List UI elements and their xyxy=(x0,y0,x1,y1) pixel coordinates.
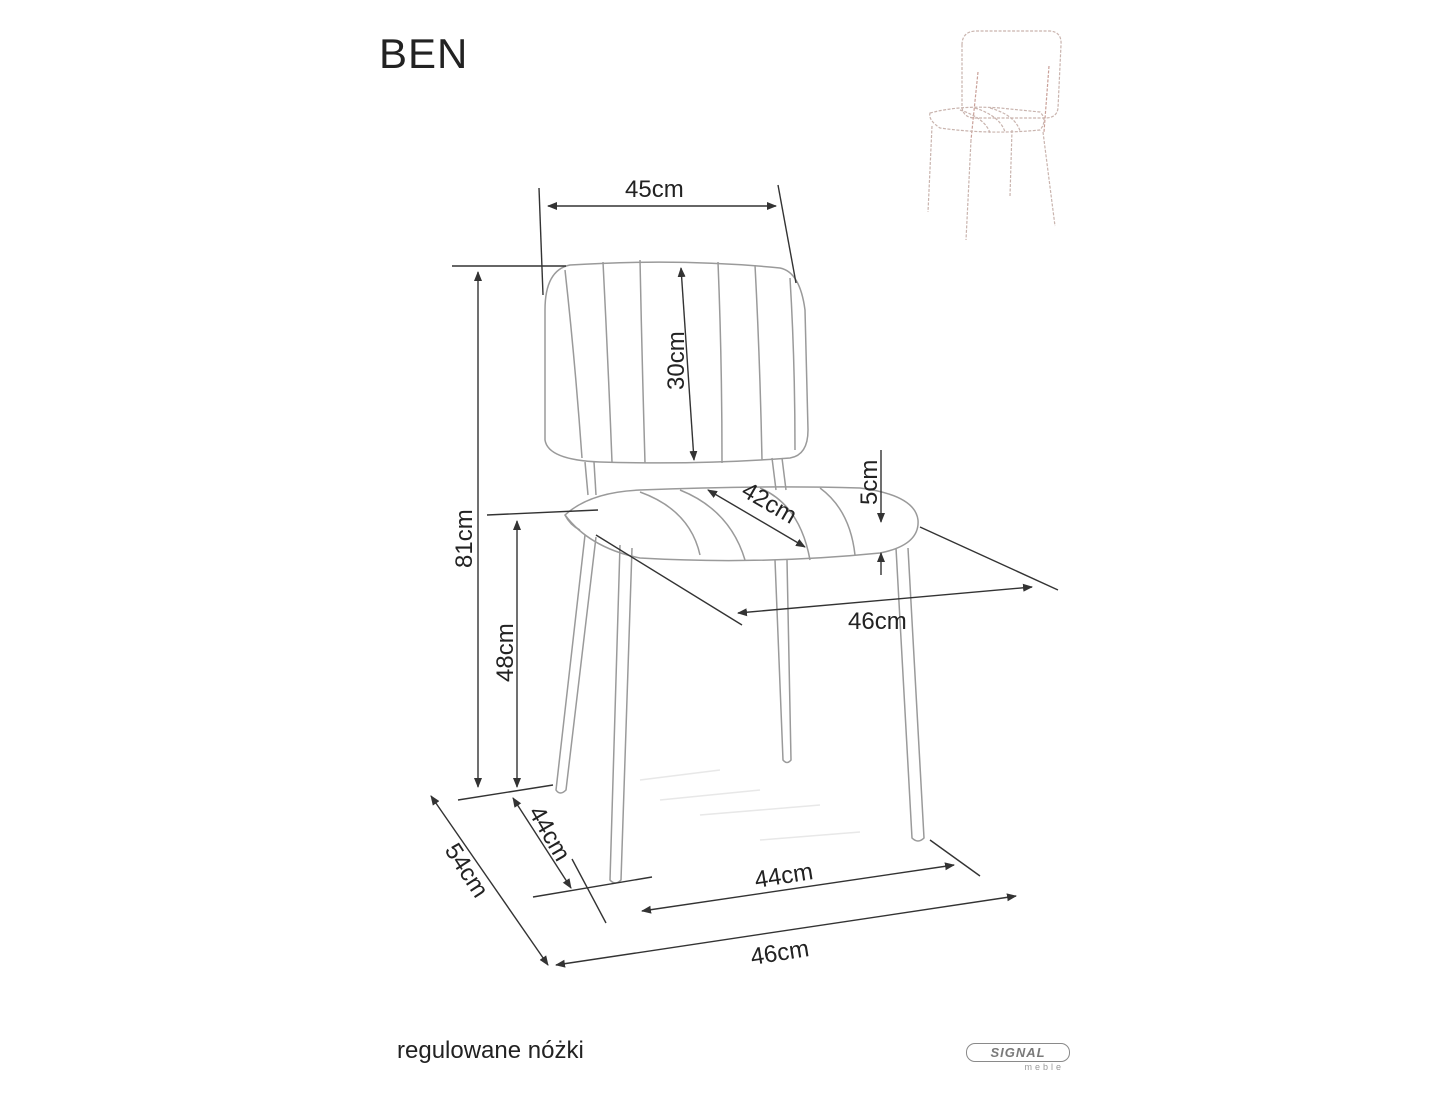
dim-base-width-inner: 44cm xyxy=(753,858,815,894)
product-title: BEN xyxy=(379,30,469,77)
dim-seat-width: 46cm xyxy=(848,608,907,635)
dim-base-depth-outer: 54cm xyxy=(439,839,494,903)
adjustable-feet-note: regulowane nóżki xyxy=(397,1037,584,1064)
dimension-lines xyxy=(430,184,1059,968)
dim-back-width: 45cm xyxy=(625,176,684,203)
dim-total-height: 81cm xyxy=(451,509,478,568)
dim-seat-depth: 42cm xyxy=(737,477,801,530)
dim-base-depth-inner: 44cm xyxy=(523,802,576,866)
brand-sub: meble xyxy=(1024,1062,1064,1072)
chair-outline-icon xyxy=(544,259,925,884)
thumbnail-chair-icon xyxy=(927,30,1062,241)
dim-back-height: 30cm xyxy=(663,331,690,390)
dim-seat-thickness: 5cm xyxy=(856,460,883,505)
brand-name: SIGNAL xyxy=(966,1043,1070,1062)
dim-base-width-outer: 46cm xyxy=(749,935,811,971)
brand-logo: SIGNAL meble xyxy=(966,1043,1072,1073)
dim-seat-height: 48cm xyxy=(492,623,519,682)
